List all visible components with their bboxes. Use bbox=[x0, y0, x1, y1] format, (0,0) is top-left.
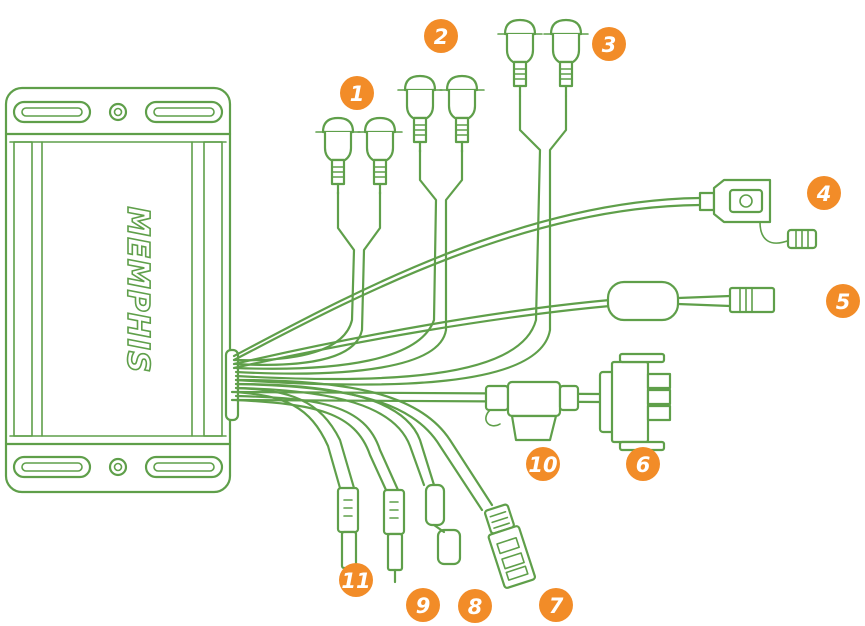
svg-text:2: 2 bbox=[434, 25, 449, 49]
svg-text:11: 11 bbox=[341, 569, 370, 593]
callout-11: 11 bbox=[339, 563, 373, 597]
brand-logo: MEMPHIS bbox=[120, 206, 155, 373]
svg-text:1: 1 bbox=[350, 82, 365, 106]
svg-text:8: 8 bbox=[468, 595, 483, 619]
svg-text:6: 6 bbox=[636, 453, 651, 477]
connector-7 bbox=[484, 503, 536, 589]
callout-7: 7 bbox=[539, 588, 573, 622]
svg-text:3: 3 bbox=[602, 33, 617, 57]
connector-11 bbox=[336, 486, 360, 582]
callout-6: 6 bbox=[626, 447, 660, 481]
svg-text:9: 9 bbox=[416, 594, 431, 618]
callout-3: 3 bbox=[592, 27, 626, 61]
cable-bundle bbox=[230, 94, 702, 512]
svg-text:5: 5 bbox=[836, 290, 851, 314]
callout-1: 1 bbox=[340, 76, 374, 110]
rca-connector-pair-1 bbox=[314, 116, 404, 196]
svg-text:7: 7 bbox=[549, 594, 564, 618]
callout-9: 9 bbox=[406, 588, 440, 622]
rca-connector-pair-3 bbox=[496, 18, 590, 98]
rca-connector-pair-2 bbox=[396, 74, 486, 154]
amplifier-body bbox=[4, 86, 240, 494]
aux-connector bbox=[606, 280, 776, 322]
connector-8 bbox=[424, 483, 462, 566]
usb-connector bbox=[698, 178, 818, 250]
callout-4: 4 bbox=[807, 176, 841, 210]
main-harness-connector bbox=[598, 352, 672, 452]
callout-8: 8 bbox=[458, 589, 492, 623]
fuse-holder bbox=[484, 380, 580, 442]
svg-text:4: 4 bbox=[816, 182, 832, 206]
connector-9 bbox=[382, 488, 406, 584]
callout-2: 2 bbox=[424, 19, 458, 53]
callout-10: 10 bbox=[526, 447, 560, 481]
callout-5: 5 bbox=[826, 284, 860, 318]
svg-text:10: 10 bbox=[528, 453, 557, 477]
